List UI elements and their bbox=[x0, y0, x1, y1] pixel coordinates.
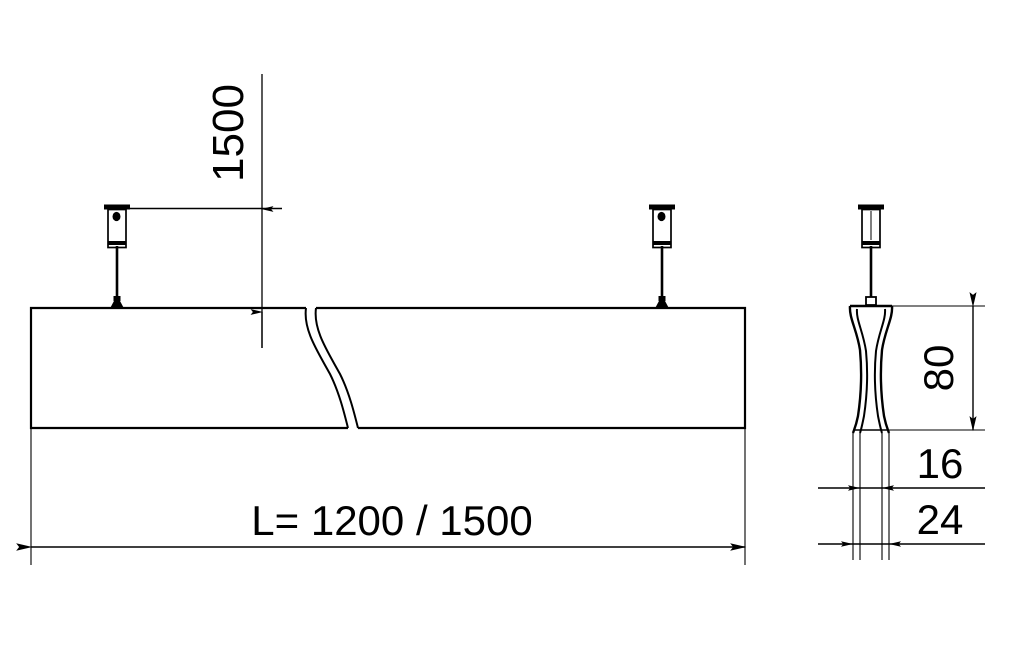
mount-collar-section bbox=[862, 241, 880, 245]
canopy-plate-section bbox=[858, 204, 884, 210]
body-outline-right bbox=[316, 306, 747, 430]
break-curve-right bbox=[314, 307, 359, 429]
profile-cross-section bbox=[848, 304, 894, 560]
dimension-label-1500: 1500 bbox=[204, 84, 253, 182]
dimension-profile-height: 80 bbox=[884, 292, 985, 432]
dim-arrow-16-right bbox=[882, 485, 894, 491]
suspension-mount-section bbox=[858, 204, 884, 306]
cable-boss-section bbox=[865, 296, 877, 306]
cross-section-view: 80 16 24 bbox=[818, 204, 985, 560]
mount-hole-right bbox=[657, 211, 666, 222]
dim-arrow-16-left bbox=[848, 485, 860, 491]
suspension-mount-left bbox=[104, 204, 130, 308]
cable-foot-left bbox=[110, 299, 124, 308]
cable-foot-right bbox=[655, 299, 669, 308]
dimension-label-80: 80 bbox=[915, 345, 962, 392]
front-elevation-view: 1500 L= 1200 / 1500 bbox=[16, 74, 747, 565]
dimension-profile-outer-width: 24 bbox=[818, 496, 985, 547]
dim-arrow-24-left bbox=[841, 541, 853, 547]
dimension-label-length: L= 1200 / 1500 bbox=[251, 497, 532, 544]
dimension-label-24: 24 bbox=[917, 496, 964, 543]
mount-collar-right bbox=[653, 241, 671, 245]
mount-hole-left bbox=[112, 211, 121, 222]
dim-arrow-24-right bbox=[889, 541, 901, 547]
profile-outer-right-wall bbox=[879, 305, 894, 434]
luminaire-body-left-segment bbox=[29, 306, 348, 430]
dimension-suspension-drop: 1500 bbox=[204, 74, 274, 348]
cable-boss-right bbox=[658, 296, 666, 301]
profile-inner-left-wall bbox=[855, 308, 869, 434]
luminaire-body-right-segment bbox=[316, 306, 747, 430]
break-line bbox=[304, 307, 359, 429]
mount-collar-left bbox=[108, 241, 126, 245]
body-outline-left bbox=[29, 306, 348, 430]
dimension-profile-inner-width: 16 bbox=[818, 440, 985, 491]
suspension-mount-right bbox=[649, 204, 675, 308]
cable-boss-left bbox=[113, 296, 121, 301]
dimension-label-16: 16 bbox=[917, 440, 964, 487]
break-curve-left bbox=[304, 307, 349, 429]
profile-outer-left-wall bbox=[848, 305, 863, 434]
profile-inner-right-wall bbox=[873, 308, 887, 434]
dimension-overall-length: L= 1200 / 1500 bbox=[16, 308, 747, 565]
canopy-plate-right bbox=[649, 204, 675, 210]
canopy-plate-left bbox=[104, 204, 130, 210]
